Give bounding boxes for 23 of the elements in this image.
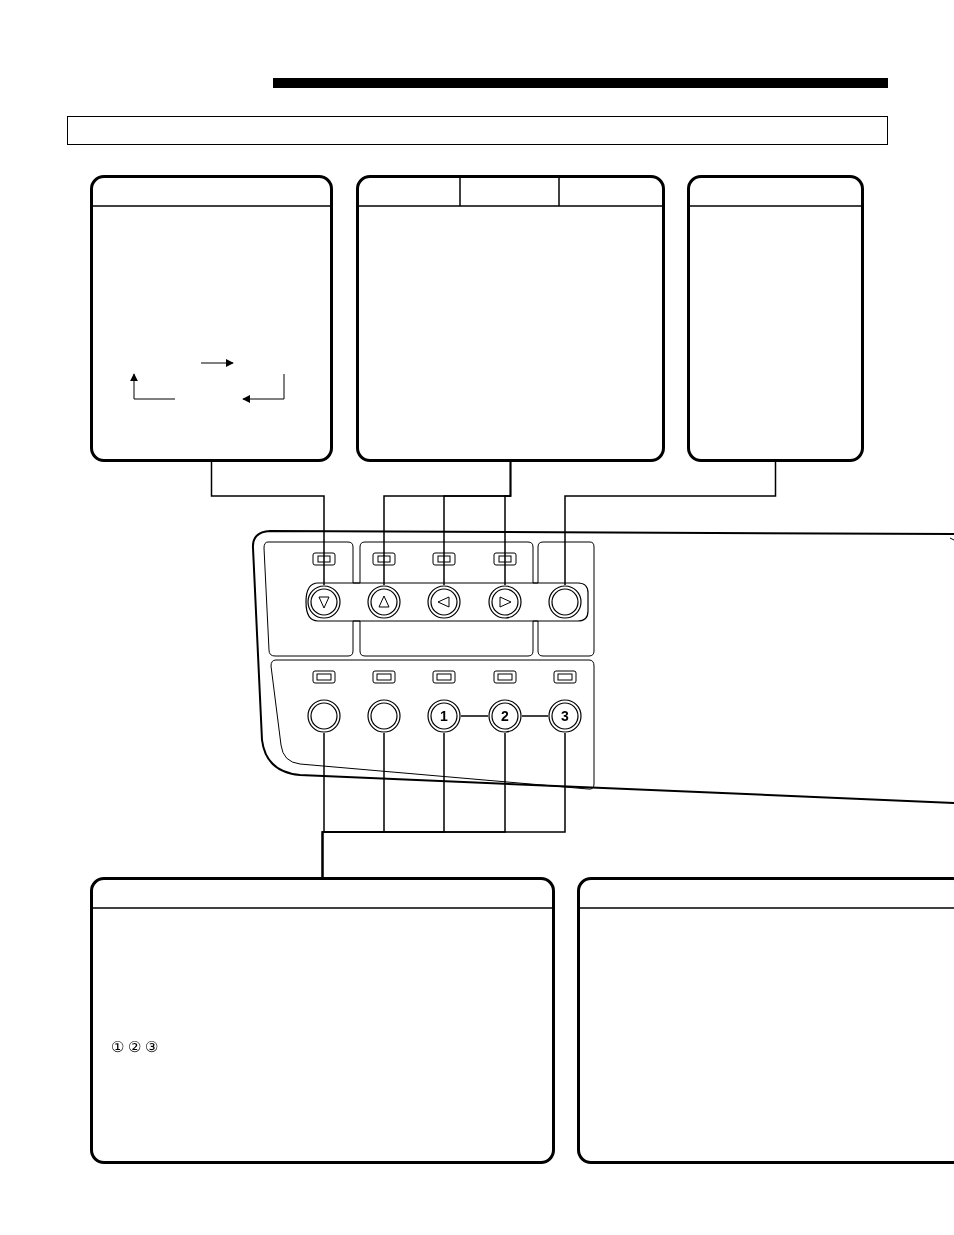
round-button: 2 bbox=[488, 699, 522, 733]
round-button bbox=[307, 585, 341, 619]
leader-line bbox=[564, 461, 777, 586]
leader-line bbox=[210, 461, 325, 586]
round-button bbox=[427, 585, 461, 619]
round-button bbox=[548, 585, 582, 619]
reference-numbers: ① ② ③ bbox=[111, 1038, 159, 1056]
heading-bar bbox=[67, 116, 888, 145]
leader-line bbox=[321, 732, 566, 878]
leader-line bbox=[504, 461, 512, 586]
round-button bbox=[367, 585, 401, 619]
callout-box bbox=[90, 877, 555, 1164]
round-button bbox=[488, 585, 522, 619]
callout-box bbox=[90, 175, 333, 462]
round-button: 1 bbox=[427, 699, 461, 733]
connecting-line bbox=[460, 715, 489, 717]
round-button bbox=[367, 699, 401, 733]
callout-box bbox=[577, 877, 954, 1164]
connecting-line bbox=[521, 715, 549, 717]
callout-box bbox=[687, 175, 864, 462]
round-button: 3 bbox=[548, 699, 582, 733]
round-button bbox=[307, 699, 341, 733]
callout-box bbox=[356, 175, 665, 462]
